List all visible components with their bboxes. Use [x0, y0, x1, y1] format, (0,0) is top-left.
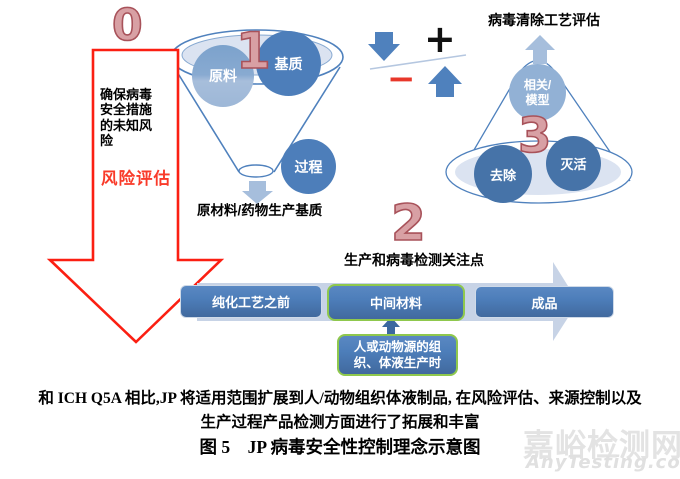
note-line2: 织、体液生产时 [353, 356, 442, 370]
risk-down-arrow [46, 48, 225, 344]
funnel-bottom-ellipse [238, 164, 274, 178]
step-number-2: 2 [390, 194, 426, 252]
funnel-caption: 原材料/药物生产基质 [197, 203, 323, 218]
circle-relevant-model-line2: 模型 [525, 92, 550, 107]
balance-slash-line [369, 54, 467, 70]
note-line1: 人或动物源的组 [353, 339, 442, 354]
risk-arrow-text: 确保病毒安全措施的未知风险 [100, 87, 153, 148]
step-number-1: 1 [235, 22, 271, 80]
balance-down-arrow-icon [368, 32, 400, 61]
funnel-down-arrow-icon [242, 181, 273, 204]
step-number-0: 0 [111, 0, 143, 51]
circle-matrix: 基质 [256, 31, 321, 96]
risk-assessment-label: 风险评估 [101, 170, 171, 188]
stage-final-product: 成品 [475, 286, 614, 318]
footer-text-line2: 生产过程产品检测方面进行了拓展和丰富 [200, 414, 480, 431]
plus-sign: + [424, 17, 456, 61]
circle-relevant-model: 相关/ 模型 [509, 64, 566, 121]
timeline-title: 生产和病毒检测关注点 [344, 252, 484, 268]
footer-text-line1: 和 ICH Q5A 相比,JP 将适用范围扩展到人/动物组织体液制品, 在风险评… [38, 390, 642, 407]
watermark-en: AnyTesting.com [526, 452, 680, 473]
balance-up-arrow-icon [428, 66, 462, 97]
stage-intermediate-material: 中间材料 [327, 284, 465, 321]
circle-process: 过程 [281, 139, 336, 194]
circle-relevant-model-line1: 相关/ [523, 78, 552, 93]
note-box-human-animal-source: 人或动物源的组 织、体液生产时 [337, 334, 458, 376]
clearance-up-arrow-icon [525, 35, 555, 64]
note-up-arrow-icon [382, 317, 400, 335]
circle-raw-material: 原料 [192, 45, 254, 107]
watermark-cn: 嘉峪检测网 [523, 428, 680, 463]
circle-removal: 去除 [474, 145, 532, 203]
circle-inactivation: 灭活 [546, 136, 601, 191]
minus-sign: − [387, 59, 416, 99]
step-number-3: 3 [517, 108, 552, 164]
figure-caption: 图 5 JP 病毒安全性控制理念示意图 [199, 437, 481, 457]
stage-before-purification: 纯化工艺之前 [180, 285, 322, 318]
clearance-title: 病毒清除工艺评估 [488, 12, 600, 28]
